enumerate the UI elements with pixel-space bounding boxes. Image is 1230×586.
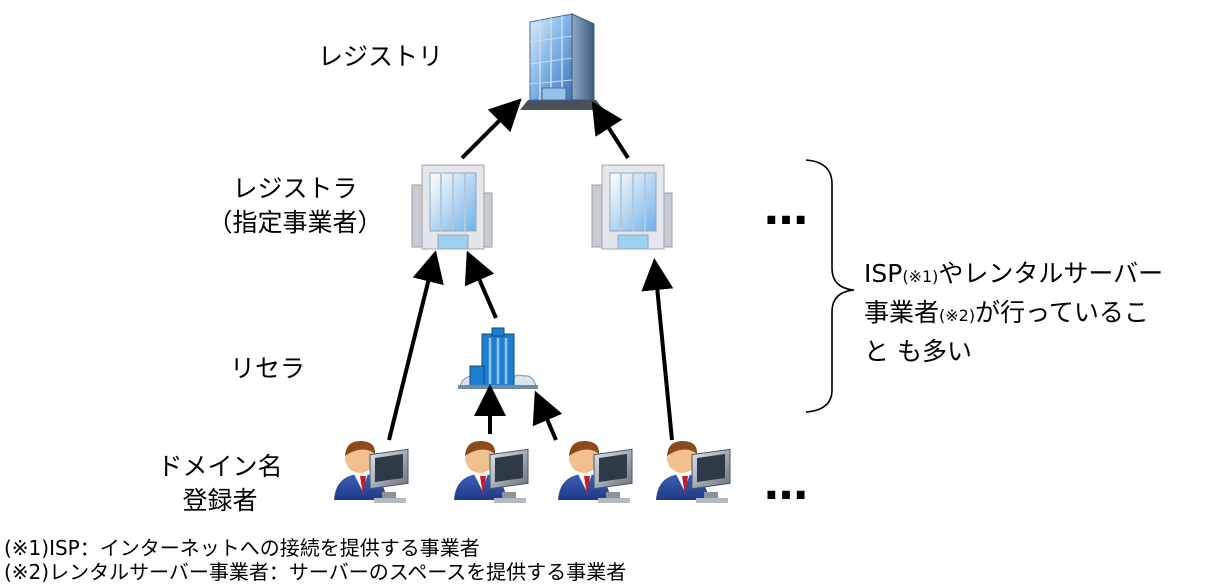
- footnote-2: (※2)レンタルサーバー事業者：サーバーのスペースを提供する事業者: [4, 560, 627, 584]
- office-tower-icon: [520, 13, 604, 110]
- arrow-registrar-to-registry: [591, 101, 630, 160]
- user-at-computer-icon: [655, 440, 731, 504]
- registrant-label: ドメイン名 登録者: [150, 450, 290, 518]
- relationship-arrows: [387, 98, 674, 441]
- registrant-label-line2: 登録者: [182, 486, 258, 515]
- user-at-computer-icon: [453, 440, 529, 504]
- isp-note-line2: 事業者(※2)が行っているこ: [864, 295, 1163, 334]
- isp-note-text: ISP: [864, 259, 903, 288]
- footnote-1: (※1)ISP：インターネットへの接続を提供する事業者: [4, 536, 480, 560]
- registrar-label-line2: （指定事業者）: [207, 208, 383, 237]
- office-building-icon: [591, 164, 673, 250]
- office-building-icon: [411, 164, 493, 250]
- isp-note-line3: と も多い: [864, 337, 972, 366]
- user-at-computer-icon: [333, 440, 409, 504]
- arrow-reseller-to-registrar: [464, 250, 498, 319]
- registrant-label-line1: ドメイン名: [157, 452, 283, 481]
- isp-note-text: 事業者: [864, 298, 940, 327]
- user-at-computer-icon: [557, 440, 633, 504]
- registrar-label: レジストラ （指定事業者）: [200, 172, 390, 240]
- isp-note-text: が行っているこ: [975, 298, 1149, 327]
- isp-note-ref1: (※1): [902, 267, 939, 286]
- isp-note-line1: ISP(※1)やレンタルサーバー: [864, 256, 1163, 295]
- registrar-label-line1: レジストラ: [232, 174, 358, 203]
- right-brace: [805, 159, 855, 413]
- arrow-registrar-to-registry: [460, 98, 522, 160]
- isp-note-text: やレンタルサーバー: [938, 259, 1164, 288]
- reseller-label: リセラ: [230, 354, 306, 383]
- small-office-icon: [458, 327, 538, 389]
- isp-note: ISP(※1)やレンタルサーバー 事業者(※2)が行っているこ と も多い: [864, 256, 1163, 370]
- arrow-registrant-to-registrar: [387, 250, 444, 441]
- isp-note-ref2: (※2): [939, 306, 976, 325]
- arrow-registrant-to-reseller: [532, 390, 563, 441]
- registry-label: レジストリ: [318, 42, 444, 71]
- arrow-registrant-to-registrar: [641, 258, 674, 441]
